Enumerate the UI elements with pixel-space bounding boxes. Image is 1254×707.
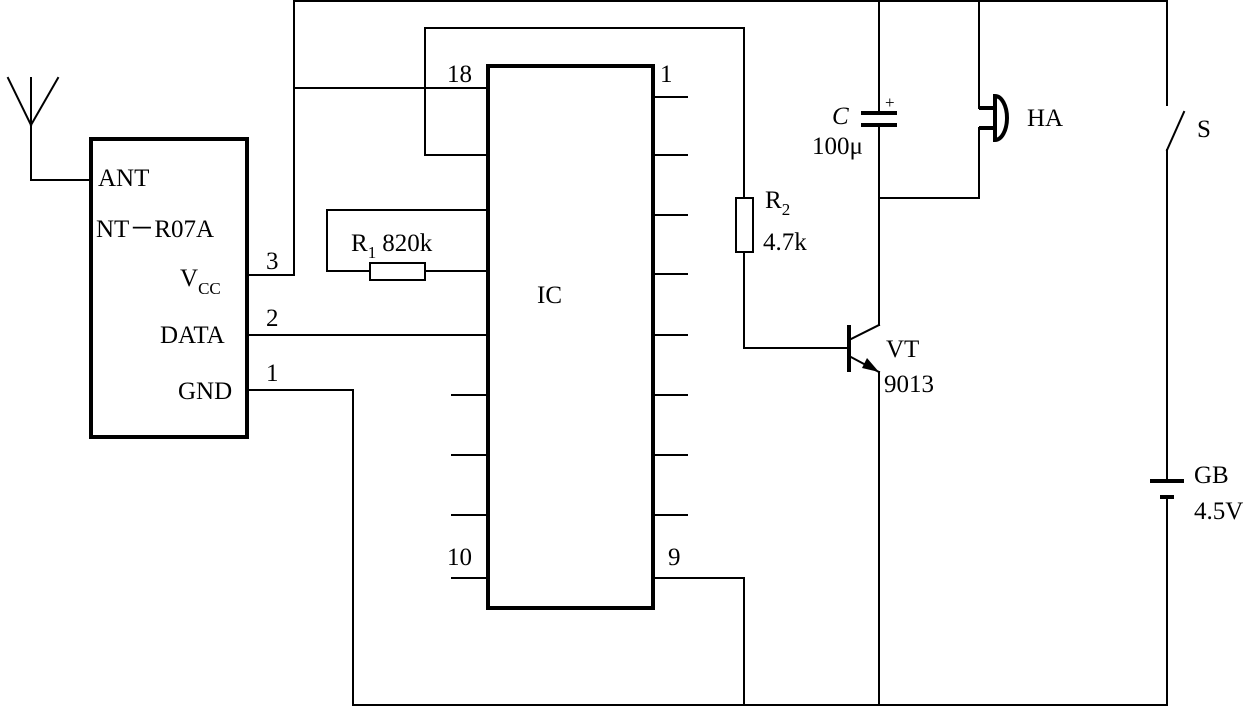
battery-icon	[1150, 479, 1184, 499]
buzzer-label: HA	[1027, 105, 1063, 132]
wire-ground-rail	[247, 389, 1168, 706]
buzzer-icon	[979, 93, 1009, 143]
module-data-label: DATA	[160, 322, 225, 349]
wire-r2-to-base	[743, 251, 849, 349]
r1-resistor-icon	[369, 262, 426, 281]
battery-name-label: GB	[1194, 462, 1229, 489]
module-pin-data: 2	[266, 305, 279, 332]
r2-resistor-icon	[735, 197, 754, 253]
capacitor-value-label: 100μ	[812, 133, 863, 160]
ic-left-pins	[451, 394, 488, 579]
battery-value-label: 4.5V	[1194, 498, 1243, 525]
r2-name-label: R2	[765, 187, 790, 219]
wire-buzzer-bottom	[878, 127, 980, 199]
ic-chip-box	[486, 64, 655, 610]
wire-antenna	[30, 124, 91, 181]
module-model-label: NT－R07A	[96, 216, 214, 243]
module-pin-vcc: 3	[266, 248, 279, 275]
r2-value-label: 4.7k	[763, 229, 807, 256]
module-vcc-label: VCC	[180, 265, 221, 298]
ic-right-pins	[653, 96, 688, 516]
wire-vcc-top-rail	[293, 0, 1168, 276]
capacitor-polarity-label: +	[885, 93, 895, 112]
capacitor-name-label: C	[832, 103, 849, 130]
ic-label: IC	[537, 282, 562, 309]
module-ant-label: ANT	[98, 165, 149, 192]
module-pin-gnd: 1	[266, 360, 279, 387]
transistor-model-label: 9013	[884, 371, 934, 398]
capacitor-icon	[861, 111, 897, 127]
wire-r1-left	[326, 209, 488, 272]
transistor-name-label: VT	[886, 336, 919, 363]
module-gnd-label: GND	[178, 378, 232, 405]
transistor-icon	[847, 323, 881, 374]
switch-label: S	[1197, 116, 1211, 143]
wires	[30, 0, 1168, 706]
antenna-icon	[6, 76, 60, 127]
ic-pin-10: 10	[447, 544, 472, 571]
wire-ic-to-r2	[424, 27, 745, 199]
wire-ic-pin9	[653, 577, 745, 706]
ic-pin-1: 1	[660, 61, 673, 88]
ic-pin-18: 18	[447, 61, 472, 88]
receiver-module-box	[89, 137, 249, 439]
switch-icon	[1165, 110, 1186, 152]
ic-pin-9: 9	[668, 544, 681, 571]
